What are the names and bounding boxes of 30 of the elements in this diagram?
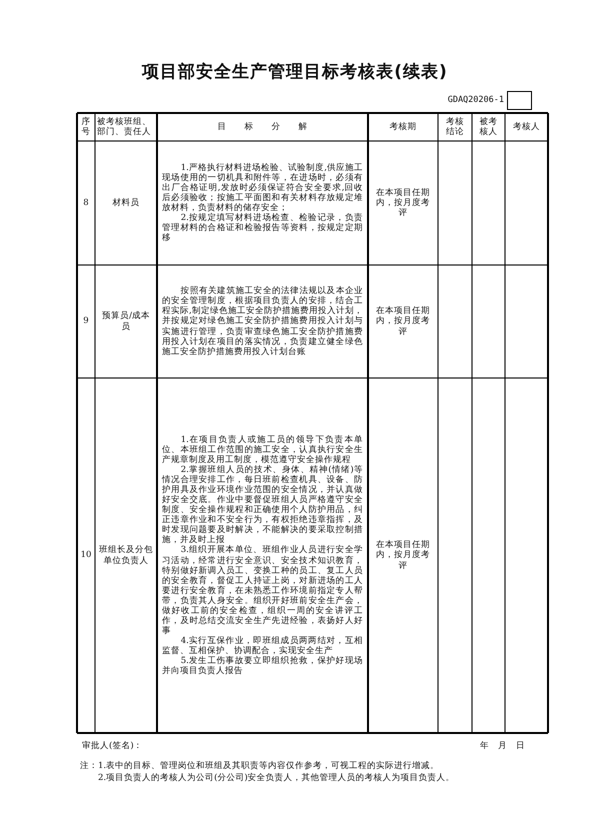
note-text: 注：1.表中的目标、管理岗位和班组及其职责等内容仅作参考，可视工程的实际进行增减。 (80, 760, 440, 772)
column-header: 被考核班组、部门、责任人 (97, 116, 152, 138)
column-header: 被考核人 (478, 116, 498, 138)
cell-text: 9 (83, 316, 89, 326)
form-code: GDAQ20206-1 (446, 95, 504, 105)
title: 项目部安全生产管理目标考核表(续表) (140, 61, 449, 83)
cell-text: 材料员 (112, 198, 140, 208)
cell-text: 在本项目任期内，按月度考评 (375, 540, 431, 571)
cell-text: 4.实行互保作业，即班组成员两两结对，互相监督、互相保护、协调配合，实现安全生产 (162, 636, 363, 656)
cell-text: 1.严格执行材料进场检验、试验制度,供应施工现场使用的一切机具和附件等，在进场时，必须有出厂合格证明,发放时必须保证符合安全要求,回收后必须验收；按施工平面图和有关材料存放规定堆放材料，负责材料的储存安全； (162, 162, 363, 213)
cell-text: 3.组织开展本单位、班组作业人员进行安全学习活动，经常进行安全意识、安全技术知识教育，特别做好新调入员工、变换工种的员工、复工人员的安全教育，督促工人持证上岗，对新进场的工人要进行安全教育，在未熟悉工作环境前指定专人帮带，负责其人身安全。组织开好班前安全生产会，做好收工前的安全检查，组织一周的安全讲评工作，及时总结交流安全生产先进经验，表扬好人好事 (162, 545, 363, 636)
column-header: 考核期 (390, 122, 416, 132)
cell-text: 按照有关建筑施工安全的法律法规以及本企业的安全管理制度，根据项目负责人的安排，结合工程实际,制定绿色施工安全防护措施费用投入计划，并按规定对绿色施工安全防护措施费用投入计划与实施进行管理，负责审查绿色施工安全防护措施费用投入计划在项目的落实情况，负责建立健全绿色施工安全防护措施费用投入计划台账 (162, 286, 363, 357)
date-label: 年 月 日 (480, 740, 525, 752)
cell-text: 在本项目任期内，按月度考评 (375, 306, 431, 337)
column-header: 考核人 (513, 122, 540, 132)
cell-text: 在本项目任期内，按月度考评 (375, 188, 431, 218)
cell-text: 2.掌握班组人员的技术、身体、精神(情绪)等情况合理安排工作，每日班前检查机具、设备、防护用具及作业环境作业范围的安全情况，并认真做好安全交底。作业中要督促班组人员严格遵守安全制度、安全操作规程和正确使用个人防护用品，纠正违章作业和不安全行为，有权拒绝违章指挥，及时发现问题要及时解决，不能解决的要采取控制措施，并及时上报 (162, 465, 363, 546)
note-text: 2.项目负责人的考核人为公司(分公司)安全负责人，其他管理人员的考核人为项目负责人。 (98, 772, 455, 784)
cell-text: 2.按规定填写材料进场检查、检验记录，负责管理材料的合格证和检验报告等资料，按规定定期移 (162, 213, 363, 244)
cell-text: 班组长及分包单位负责人 (99, 545, 153, 566)
column-header: 考核结论 (445, 116, 465, 138)
cell-text: 1.在项目负责人或施工员的领导下负责本单位、本班组工作范围的施工安全，认真执行安全生产规章制度及用工制度，模范遵守安全操作规程 (162, 435, 363, 466)
cell-text: 10 (80, 550, 92, 560)
cell-text: 5.发生工伤事故要立即组织抢救，保护好现场并向项目负责人报告 (162, 656, 363, 676)
column-header: 序号 (80, 116, 92, 138)
cell-text: 8 (83, 198, 89, 208)
cell-text: 预算员/成本员 (101, 311, 151, 332)
signature-label: 审批人(签名)： (82, 740, 143, 752)
column-header: 目 标 分 解 (218, 122, 308, 132)
